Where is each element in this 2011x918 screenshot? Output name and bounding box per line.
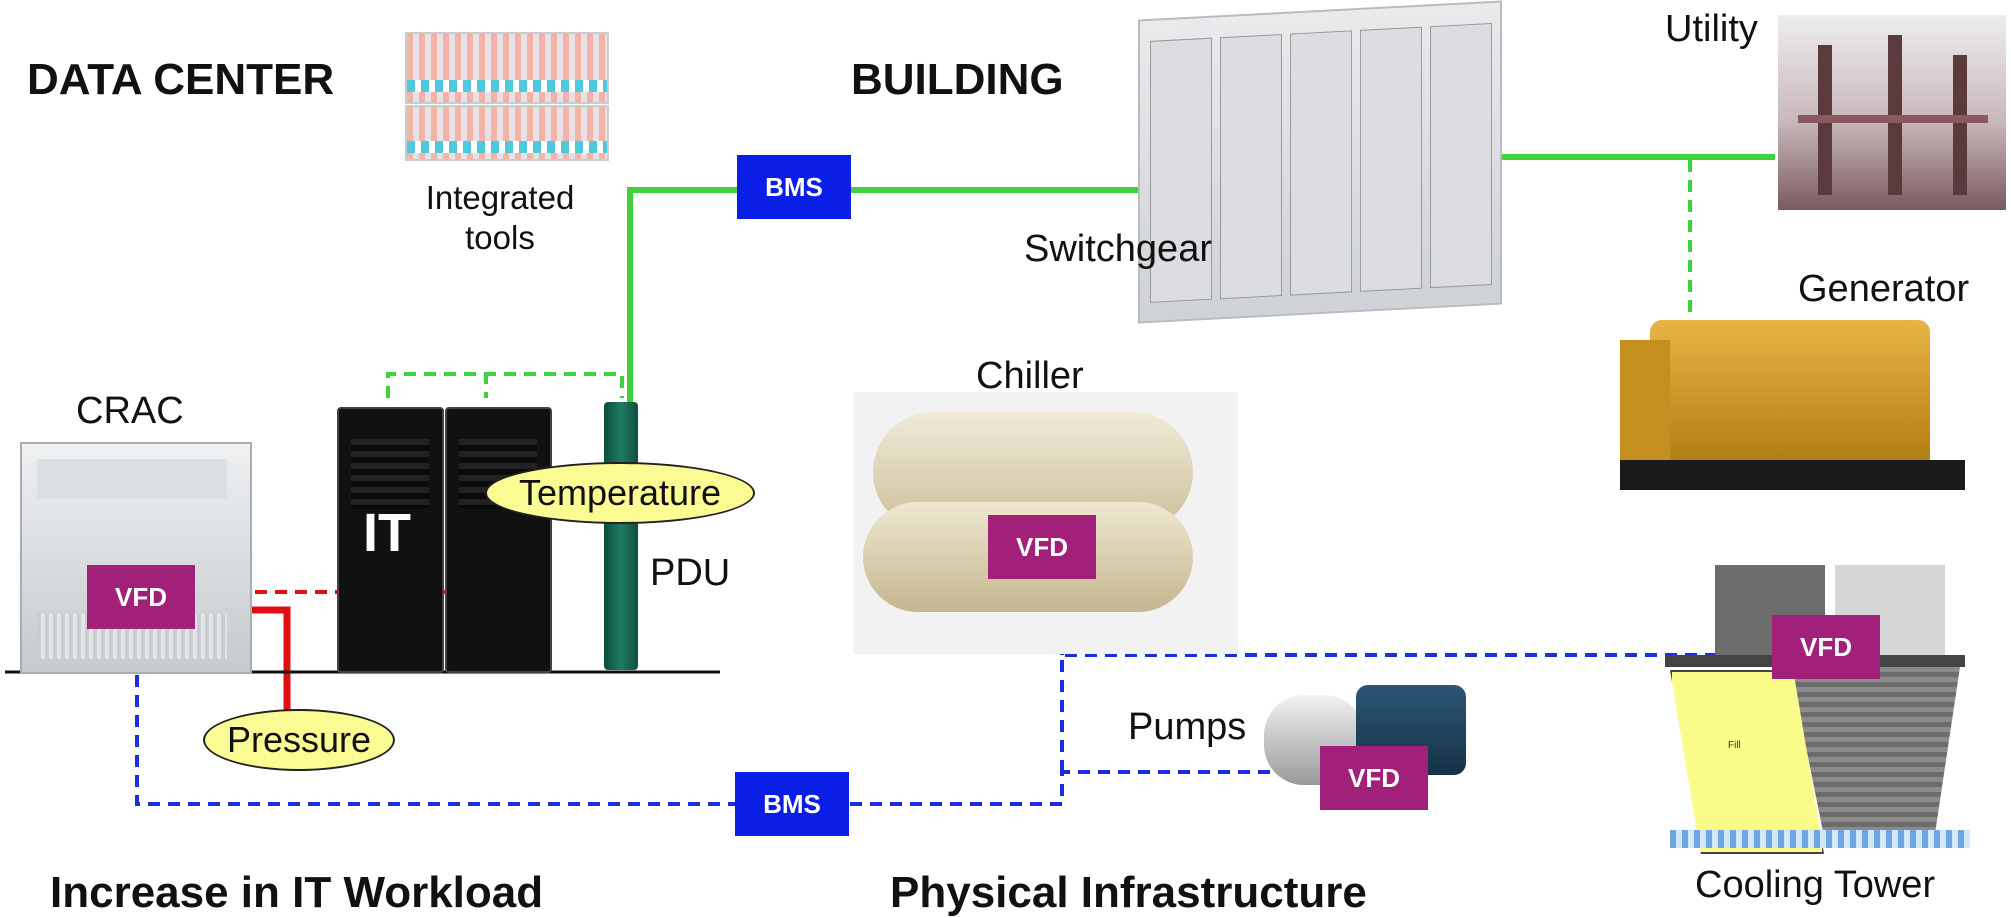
pdu-label: PDU xyxy=(650,552,731,594)
building-heading: BUILDING xyxy=(851,55,1064,104)
integrated-tools-screenshot-top xyxy=(405,32,609,104)
crac-label: CRAC xyxy=(76,390,184,432)
bms-pump-link xyxy=(850,770,1320,806)
cooling-tower-vfd-badge: VFD xyxy=(1772,615,1880,679)
utility-substation-image xyxy=(1778,15,2006,210)
switchgear-label: Switchgear xyxy=(1024,228,1212,270)
it-label: IT xyxy=(363,503,411,563)
pumps-label: Pumps xyxy=(1128,706,1247,748)
utility-label: Utility xyxy=(1665,8,1758,50)
crac-bms-link xyxy=(135,675,735,806)
pdu-strip-image xyxy=(604,402,638,670)
crac-vfd-badge: VFD xyxy=(87,565,195,629)
bms-badge-top: BMS xyxy=(737,155,851,219)
integrated-tools-label: Integrated tools xyxy=(425,179,575,256)
integrated-tools-screenshot-bottom xyxy=(405,105,609,161)
it-rack-right xyxy=(445,407,552,673)
cooling-tower-label: Cooling Tower xyxy=(1695,864,1936,906)
cooling-tower-image xyxy=(1625,530,2005,855)
switchgear-image xyxy=(1138,0,1502,324)
fill-label: Fill xyxy=(1728,740,1741,751)
pressure-sensor: Pressure xyxy=(203,709,395,771)
temperature-sensor: Temperature xyxy=(485,462,755,524)
chiller-label: Chiller xyxy=(976,355,1084,397)
physical-infrastructure-heading: Physical Infrastructure xyxy=(890,868,1367,917)
it-rack-left xyxy=(337,407,444,673)
data-center-heading: DATA CENTER xyxy=(27,55,335,104)
increase-it-workload-heading: Increase in IT Workload xyxy=(50,868,544,917)
generator-image xyxy=(1620,300,1965,510)
pump-vfd-badge: VFD xyxy=(1320,746,1428,810)
bms-badge-bottom: BMS xyxy=(735,772,849,836)
it-pdu-monitor-link xyxy=(386,372,624,398)
crac-unit-image xyxy=(20,442,252,674)
chiller-tower-loop xyxy=(1060,653,1850,772)
bms-power-link xyxy=(627,187,740,440)
chiller-vfd-badge: VFD xyxy=(988,515,1096,579)
generator-label: Generator xyxy=(1798,268,1970,310)
